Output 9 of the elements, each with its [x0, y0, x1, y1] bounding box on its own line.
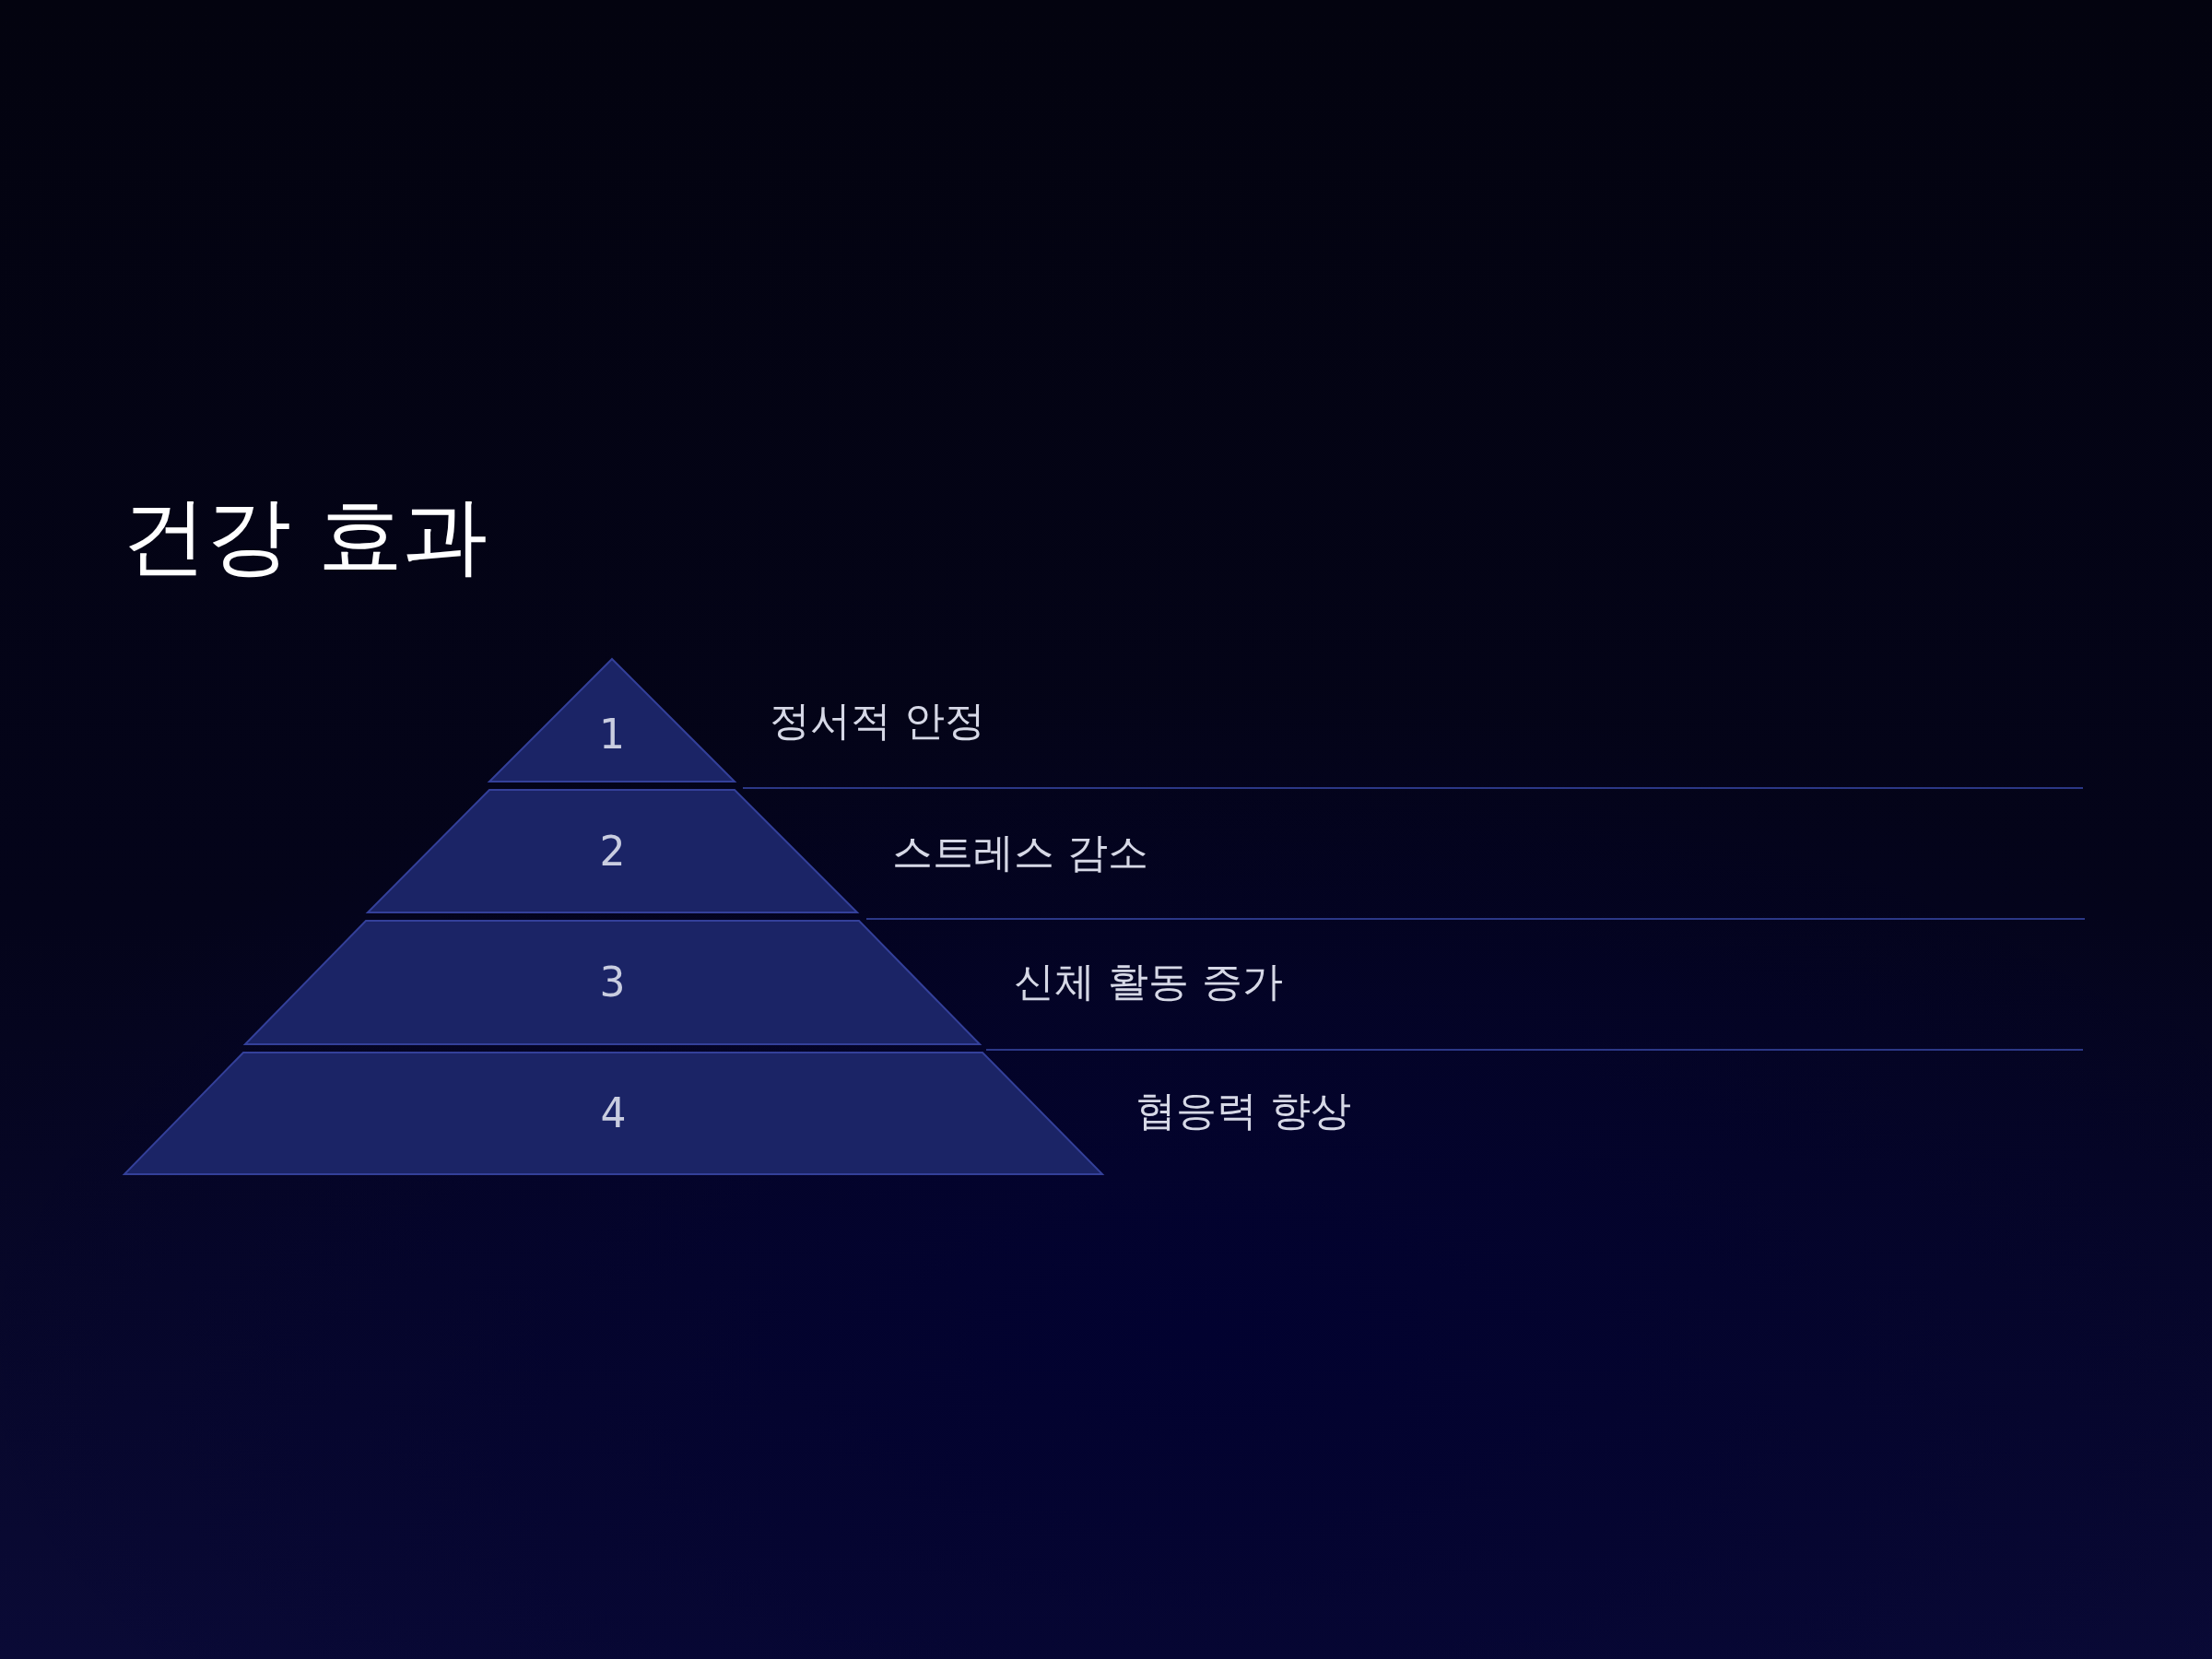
tier-number: 4 [599, 1093, 628, 1134]
slide-title: 건강 효과 [122, 486, 488, 587]
tier-label: 협응력 향상 [1135, 1090, 1351, 1131]
tier-label: 정서적 안정 [770, 700, 985, 741]
tier-number: 1 [598, 714, 626, 755]
tier-number: 2 [598, 830, 627, 872]
tier-number: 3 [598, 962, 627, 1003]
tier-label: 스트레스 감소 [892, 832, 1148, 873]
tier-label: 신체 활동 증가 [1014, 961, 1283, 1002]
